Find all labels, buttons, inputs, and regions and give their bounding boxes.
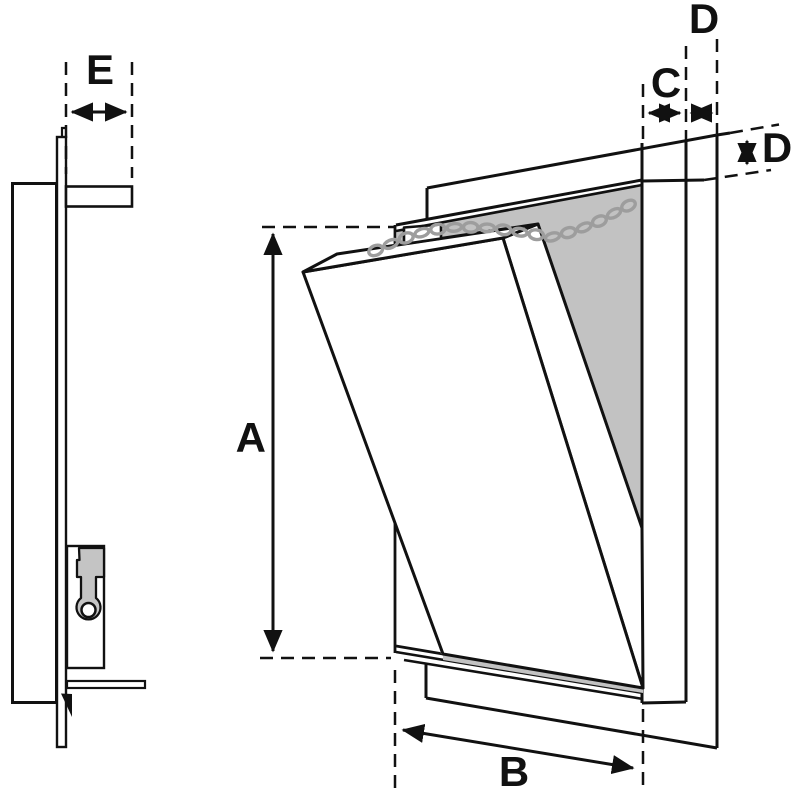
side-bottom-bracket [61,693,72,717]
chain-link [590,214,608,229]
side-panel-top-pin [60,126,66,137]
dim-label-b: B [499,748,529,795]
dim-b-arrow [401,723,635,775]
main-view [301,131,731,750]
chain-link [527,228,546,242]
dim-label-e: E [86,46,114,93]
chain-link [511,226,529,238]
frame-return-bottom-edge [641,700,687,705]
dim-label-a: A [236,414,266,461]
side-door-panel [55,135,68,749]
side-wall-frame [11,182,58,704]
chain-link [543,231,562,243]
frame-top-outer-edge [395,178,643,227]
chain-link [559,225,578,240]
chain-link [620,198,637,213]
dim-label-d-side: D [762,124,792,171]
chain-link [429,222,447,236]
chain-link [413,226,431,239]
door-top-edge-face [301,222,540,274]
side-latch-pin-hole [80,601,97,619]
chain-link [494,223,513,237]
side-bottom-flange [65,679,147,690]
retaining-chain [367,198,637,258]
chain-link [397,231,415,245]
chain-link [575,221,593,234]
wall-top-edge-ext [716,131,731,137]
opening-interior [397,185,642,528]
frame-return-top-edge [641,178,705,183]
dim-label-d-top: D [689,0,719,42]
side-view [11,126,147,749]
dim-d-side-line-bottom [703,168,772,182]
chain-link [605,206,623,220]
chain-link [478,222,497,234]
chain-link [445,221,464,233]
dimensions: E A B C D D [64,0,792,795]
chain-link [367,243,385,258]
side-top-flange [64,185,134,208]
chain-link [382,237,400,251]
sill-lower-edge [403,658,644,701]
side-latch-lever [75,546,106,621]
dim-label-c: C [651,59,681,106]
wall-top-edge [426,133,718,190]
dim-d-side-line-top [729,123,780,135]
wall-bottom-edge [425,696,718,750]
chain-link [461,220,480,234]
